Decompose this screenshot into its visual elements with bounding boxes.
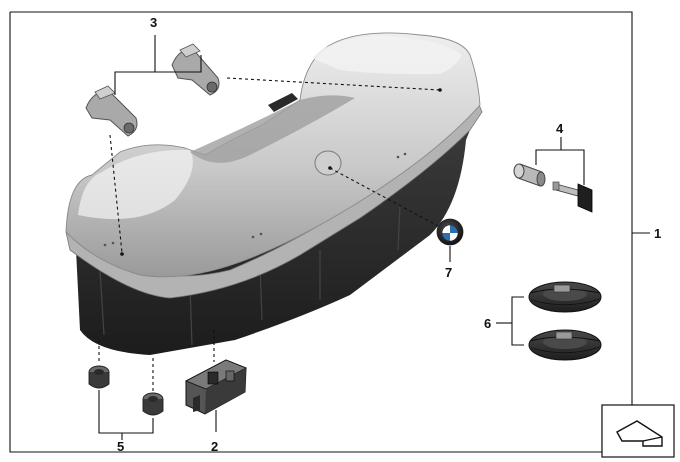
- callout-1: 1: [654, 226, 661, 241]
- lock-cylinder: [513, 163, 546, 187]
- lid-emblem-recess: [314, 150, 342, 176]
- leader-lines: [98, 35, 650, 440]
- case-lid: [65, 32, 481, 278]
- hinge-left: [85, 85, 138, 137]
- strap-lower: [528, 329, 602, 361]
- callout-2: 2: [211, 439, 218, 454]
- bmw-roundel-icon: [436, 218, 464, 246]
- callout-3: 3: [150, 15, 157, 30]
- rubber-foot-upper: [88, 365, 110, 389]
- latch-mechanism: [184, 359, 248, 415]
- callout-7: 7: [445, 265, 452, 280]
- callout-labels: 3 4 1 7 6 5 2: [117, 15, 661, 454]
- hinge-right: [171, 43, 220, 96]
- top-case: [65, 32, 483, 355]
- rubber-foot-lower: [142, 392, 164, 416]
- callout-5: 5: [117, 439, 124, 454]
- lock-key: [552, 181, 593, 213]
- diagram-view-icon: [601, 404, 675, 458]
- callout-6: 6: [484, 316, 491, 331]
- case-rim: [65, 101, 483, 299]
- callout-4: 4: [556, 121, 564, 136]
- strap-upper: [528, 281, 602, 313]
